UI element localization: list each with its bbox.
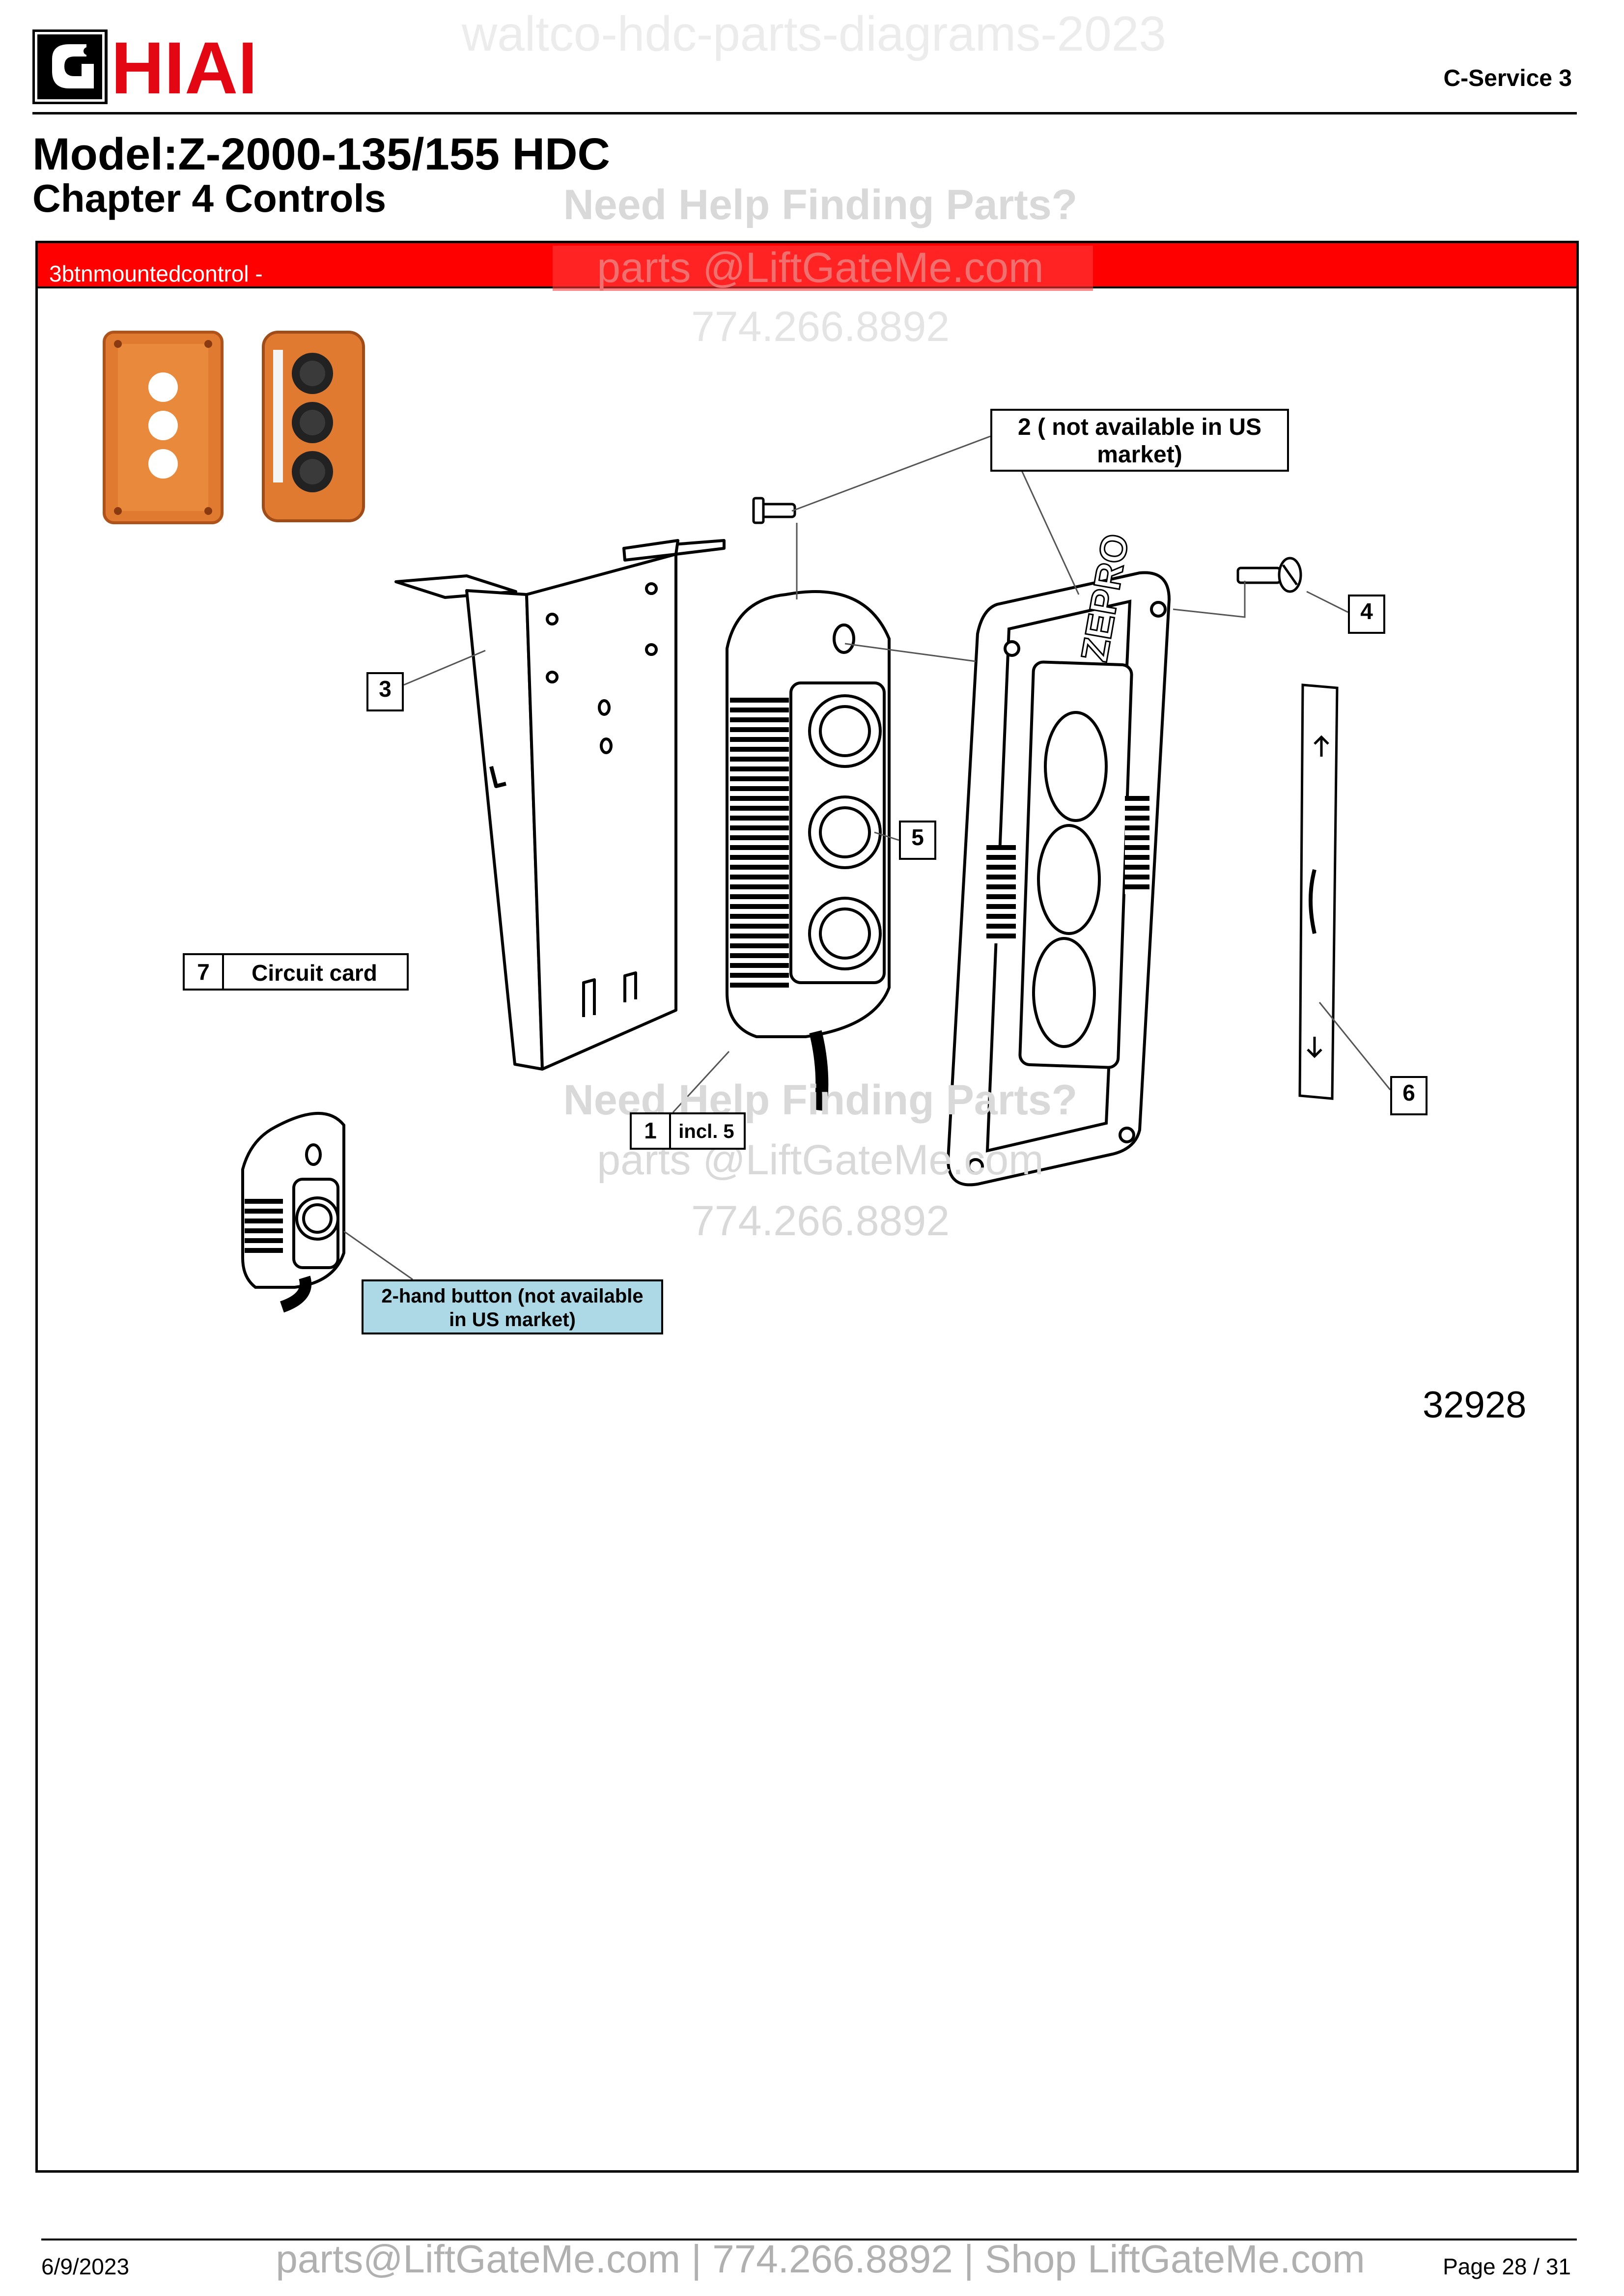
screw-top bbox=[752, 497, 796, 524]
photo-control-back bbox=[262, 331, 365, 522]
watermark-help-mid: Need Help Finding Parts? bbox=[563, 1077, 1078, 1124]
callout-5: 5 bbox=[899, 821, 936, 860]
callout-7-number: 7 bbox=[185, 955, 224, 989]
callout-6: 6 bbox=[1390, 1076, 1428, 1115]
header-rule bbox=[32, 112, 1577, 114]
diagram-frame bbox=[35, 241, 1579, 2173]
model-title: Model:Z-2000-135/155 HDC bbox=[32, 129, 610, 179]
watermark-phone-top: 774.266.8892 bbox=[691, 303, 950, 350]
callout-4: 4 bbox=[1348, 595, 1385, 634]
photo-control-front bbox=[103, 331, 224, 524]
footer-rule bbox=[41, 2239, 1577, 2240]
callout-2: 2 ( not available in US market) bbox=[990, 409, 1289, 472]
watermark-email-top: parts @LiftGateMe.com bbox=[597, 244, 1044, 291]
control-housing bbox=[726, 590, 891, 1111]
callout-1: 1 incl. 5 bbox=[630, 1112, 746, 1150]
callout-3: 3 bbox=[366, 672, 404, 711]
label-strip bbox=[1298, 683, 1339, 1100]
service-label: C-Service 3 bbox=[1443, 65, 1572, 91]
watermark-box bbox=[553, 246, 1093, 291]
watermark-help-top: Need Help Finding Parts? bbox=[563, 181, 1078, 228]
callout-hand-line2: in US market) bbox=[449, 1309, 576, 1331]
callout-hand-line1: 2-hand button (not available bbox=[381, 1285, 644, 1307]
screw-right bbox=[1236, 557, 1302, 593]
footer-page-number: Page 28 / 31 bbox=[1443, 2254, 1571, 2279]
watermark-email-mid: parts @LiftGateMe.com bbox=[597, 1136, 1044, 1184]
front-plate: ZEPRO bbox=[946, 530, 1171, 1187]
callout-1-number: 1 bbox=[632, 1114, 671, 1148]
callout-2-line2: market) bbox=[1097, 442, 1182, 468]
mounting-bracket bbox=[394, 539, 726, 1071]
section-title: 3btnmountedcontrol - bbox=[49, 261, 263, 286]
chapter-title: Chapter 4 Controls bbox=[32, 176, 387, 220]
leader-lines bbox=[343, 435, 1391, 1280]
diagram-part-number: 32928 bbox=[1423, 1384, 1527, 1426]
two-hand-button-housing bbox=[241, 1112, 345, 1313]
watermark-phone-mid: 774.266.8892 bbox=[691, 1197, 950, 1245]
footer-watermark: parts@LiftGateMe.com | 774.266.8892 | Sh… bbox=[276, 2237, 1365, 2281]
callout-7-text: Circuit card bbox=[252, 960, 377, 986]
footer-date: 6/9/2023 bbox=[41, 2254, 130, 2279]
callout-2-line1: 2 ( not available in US bbox=[1017, 414, 1262, 440]
callout-two-hand-button: 2-hand button (not available in US marke… bbox=[362, 1279, 663, 1334]
header-watermark: waltco-hdc-parts-diagrams-2023 bbox=[462, 6, 1166, 61]
callout-7: 7 Circuit card bbox=[183, 953, 409, 991]
callout-1-text: incl. 5 bbox=[678, 1121, 734, 1142]
